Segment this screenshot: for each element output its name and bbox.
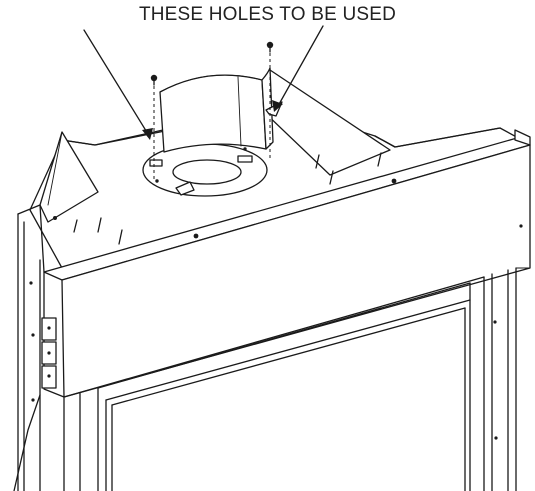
arrowhead-right [272,100,283,112]
screws [150,41,274,182]
screw-left [150,74,158,82]
leader-line-right [277,25,324,107]
flue-opening [142,143,268,197]
callout-arrows [83,25,324,140]
top-panel [29,102,523,269]
firebox-frame [63,224,531,491]
leader-line-left [83,29,149,135]
front-header [43,129,531,398]
arrowhead-left [142,128,153,140]
left-side-wall [13,204,57,491]
heat-shield [159,67,283,153]
callout-label: THESE HOLES TO BE USED [138,4,397,25]
screw-right [266,41,274,49]
left-side-flap [39,131,99,223]
standoff-tabs [73,152,382,245]
